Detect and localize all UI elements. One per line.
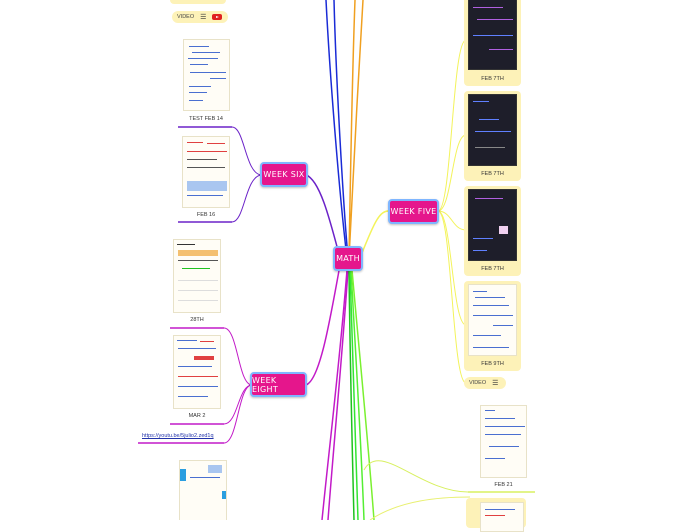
central-node-math[interactable]: MATH: [333, 246, 363, 271]
card-feb7-c[interactable]: FEB 7TH: [464, 186, 521, 276]
caption-feb16: FEB 16: [196, 212, 216, 218]
caption-test-feb14: TEST FEB 14: [189, 116, 223, 122]
note-thumbnail-feb7-c[interactable]: [468, 189, 517, 261]
branch-week-five[interactable]: WEEK FIVE: [388, 199, 439, 224]
youtube-link[interactable]: https://youtu.be/5julio2.zed1q: [142, 433, 214, 439]
central-node-label: MATH: [336, 254, 360, 263]
note-thumbnail-test-feb14[interactable]: [183, 39, 230, 111]
branch-week-six[interactable]: WEEK SIX: [260, 162, 308, 187]
branch-week-six-label: WEEK SIX: [263, 170, 305, 179]
note-thumbnail-feb7-a[interactable]: [468, 0, 517, 70]
note-thumbnail-mar2[interactable]: [173, 335, 221, 409]
note-thumbnail-feb7-b[interactable]: [468, 94, 517, 166]
note-thumbnail-bottom-left[interactable]: [179, 460, 227, 520]
menu-icon[interactable]: ☰: [200, 14, 207, 21]
youtube-icon[interactable]: [212, 14, 223, 20]
card-bottom-right[interactable]: [466, 498, 526, 532]
left-video-label: VIDEO: [177, 14, 195, 20]
branch-week-eight[interactable]: WEEK EIGHT: [250, 372, 307, 397]
caption-feb9: FEB 9TH: [481, 361, 504, 367]
right-video-pill[interactable]: VIDEO ☰: [464, 377, 506, 389]
caption-mar2: MAR 2: [188, 413, 206, 419]
caption-feb7-b: FEB 7TH: [481, 171, 504, 177]
caption-feb7-a: FEB 7TH: [481, 76, 504, 82]
connector-lines: [138, 0, 535, 520]
card-feb9[interactable]: FEB 9TH: [464, 281, 521, 371]
top-left-card[interactable]: [170, 0, 226, 4]
right-video-label: VIDEO: [469, 380, 487, 386]
caption-feb7-c: FEB 7TH: [481, 266, 504, 272]
menu-icon[interactable]: ☰: [492, 380, 499, 387]
branch-week-five-label: WEEK FIVE: [390, 207, 437, 216]
branch-week-eight-label: WEEK EIGHT: [252, 375, 279, 394]
note-thumbnail-bottom-right[interactable]: [480, 502, 524, 532]
card-feb7-b[interactable]: FEB 7TH: [464, 91, 521, 181]
note-thumbnail-feb9[interactable]: [468, 284, 517, 356]
note-thumbnail-feb16[interactable]: [182, 136, 230, 208]
caption-feb21: FEB 21: [494, 482, 513, 488]
caption-28th: 28TH: [190, 317, 204, 323]
note-thumbnail-feb21[interactable]: [480, 405, 527, 478]
card-feb7-a[interactable]: FEB 7TH: [464, 0, 521, 86]
note-thumbnail-28th[interactable]: [173, 239, 221, 313]
left-video-pill[interactable]: VIDEO ☰: [172, 11, 228, 23]
